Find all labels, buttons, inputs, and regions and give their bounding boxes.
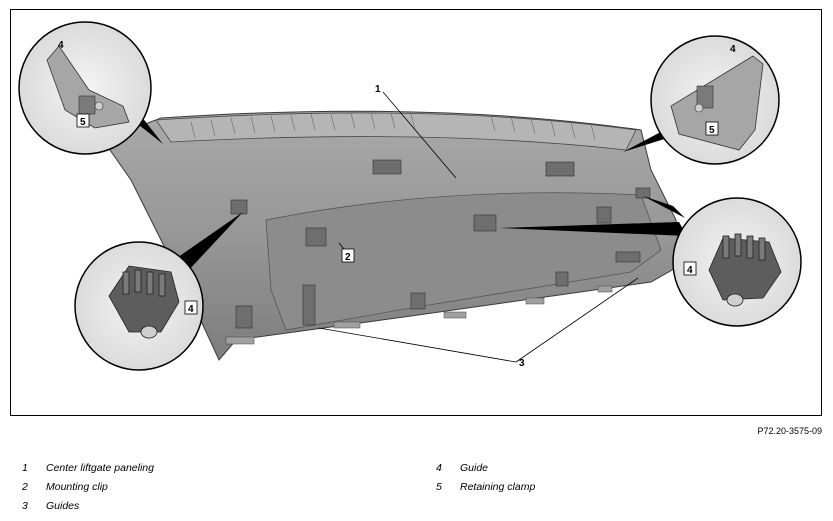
legend-label: Guides (46, 500, 80, 512)
legend-number: 5 (436, 481, 442, 493)
legend-label: Mounting clip (46, 481, 108, 493)
detail-bottom-right (672, 197, 802, 327)
legend-number: 2 (22, 481, 28, 493)
legend-label: Center liftgate paneling (46, 462, 154, 474)
callout-1: 1 (375, 84, 381, 95)
callout-labels: 1 2 3 4 5 4 5 4 4 (58, 40, 736, 369)
legend-number: 1 (22, 462, 28, 474)
callout-4-top-right: 4 (730, 44, 736, 55)
callout-2: 2 (345, 252, 351, 263)
detail-top-right (650, 35, 780, 165)
legend-number: 4 (436, 462, 442, 474)
callout-4-top-left: 4 (58, 40, 64, 51)
figure-reference: P72.20-3575-09 (757, 426, 822, 436)
legend-number: 3 (22, 500, 28, 512)
callout-3: 3 (519, 358, 525, 369)
liftgate-paneling-diagram: 1 2 3 4 5 4 5 4 4 (18, 21, 802, 371)
callout-5-top-left: 5 (80, 117, 86, 128)
legend-label: Guide (460, 462, 489, 474)
detail-top-left (18, 21, 152, 155)
callout-5-top-right: 5 (709, 125, 715, 136)
diagram-frame: 1 2 3 4 5 4 5 4 4 (10, 9, 822, 416)
callout-4-bottom-left: 4 (188, 304, 194, 315)
legend-label: Retaining clamp (460, 481, 536, 493)
callout-4-bottom-right: 4 (687, 265, 693, 276)
detail-bottom-left (74, 241, 204, 371)
